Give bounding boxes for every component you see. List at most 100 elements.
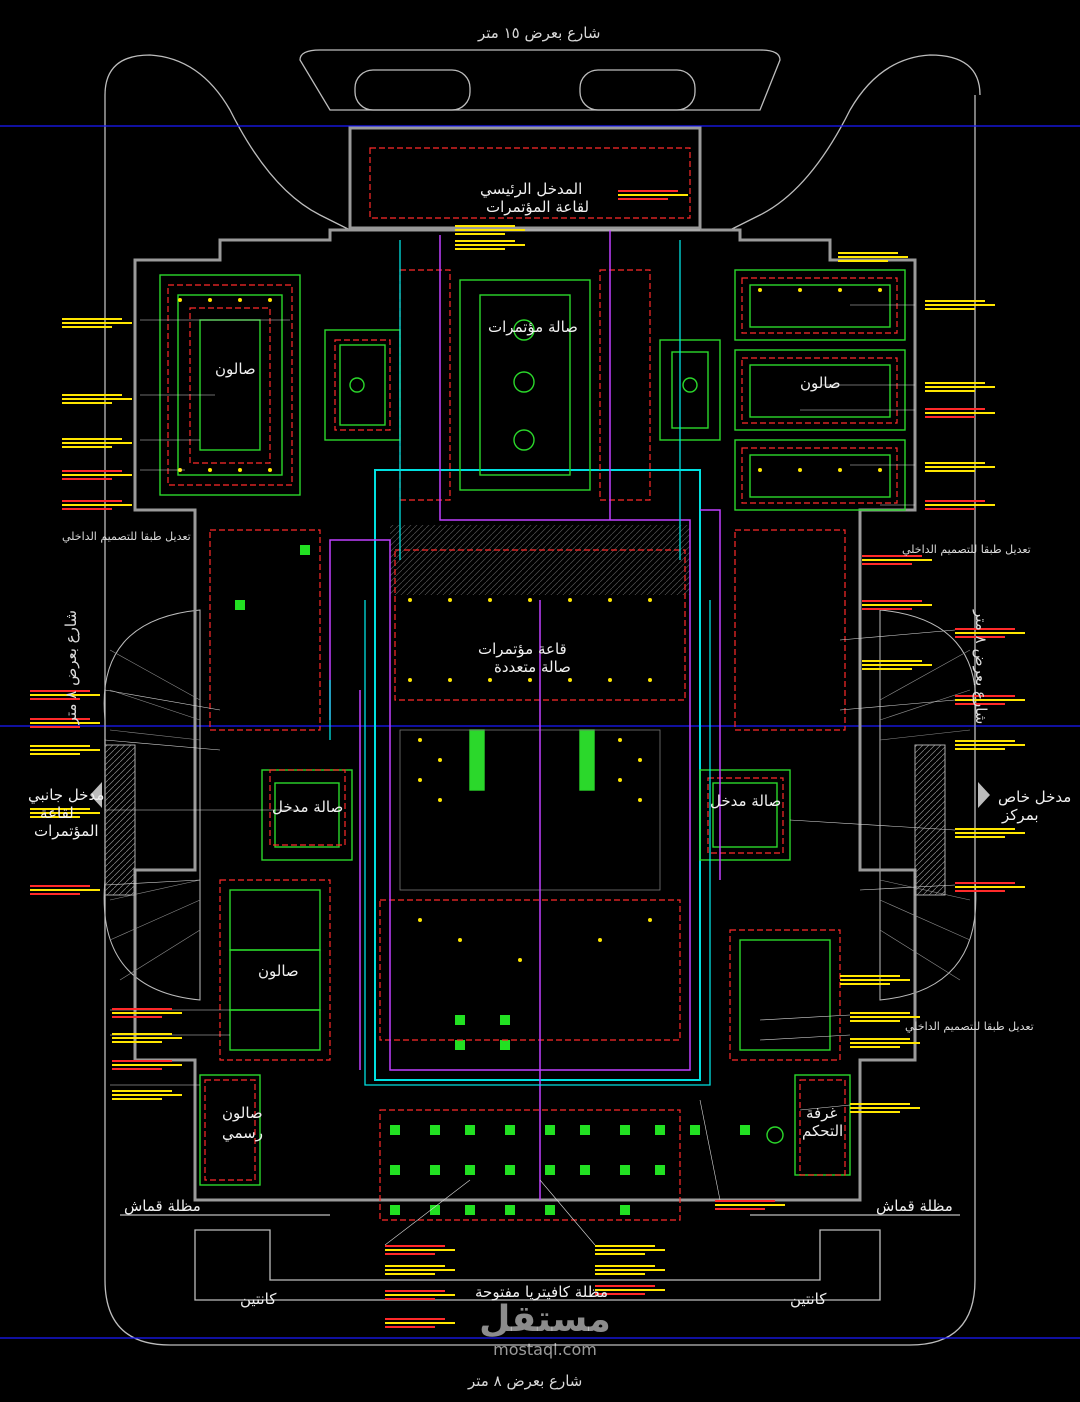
street-label-top: شارع بعرض ١٥ متر	[478, 24, 601, 42]
annotation-note	[618, 190, 678, 192]
annotation-note	[595, 1289, 665, 1291]
annotation-note	[955, 695, 1015, 697]
annotation-note	[862, 664, 932, 666]
stair-left	[104, 744, 136, 896]
annotation-note	[862, 608, 912, 610]
annotation-note	[850, 1103, 910, 1105]
annotation-blocks	[30, 190, 1025, 1328]
annotation-note	[925, 416, 975, 418]
annotation-note	[30, 745, 90, 747]
lighting-wiring	[167, 147, 898, 1221]
arrow-left-icon	[90, 782, 102, 808]
modification-note-right: تعديل طبقا للتصميم الداخلي	[902, 543, 1031, 556]
annotation-note	[30, 698, 80, 700]
annotation-note	[62, 322, 132, 324]
annotation-note	[30, 753, 80, 755]
annotation-note	[595, 1269, 665, 1271]
annotation-note	[62, 504, 132, 506]
annotation-note	[112, 1037, 182, 1039]
annotation-note	[112, 1064, 182, 1066]
ceiling-outlines	[159, 269, 906, 1186]
site-boundary	[104, 49, 981, 1346]
annotation-note	[862, 555, 922, 557]
annotation-note	[62, 402, 112, 404]
annotation-note	[862, 600, 922, 602]
annotation-note	[955, 632, 1025, 634]
annotation-note	[112, 1098, 162, 1100]
annotation-note	[455, 225, 515, 227]
annotation-note	[455, 229, 525, 231]
annotation-note	[955, 832, 1025, 834]
annotation-note	[850, 1042, 920, 1044]
annotation-note	[715, 1200, 775, 1202]
annotation-note	[925, 466, 995, 468]
annotation-note	[955, 882, 1015, 884]
annotation-note	[595, 1285, 655, 1287]
annotation-note	[595, 1265, 655, 1267]
annotation-note	[955, 628, 1015, 630]
annotation-note	[850, 1016, 920, 1018]
side-entrance-left-1: مدخل جانبي	[28, 786, 105, 804]
salon-vip-label-2: رسمي	[222, 1124, 263, 1142]
annotation-note	[925, 500, 985, 502]
hall-top-right-label: صالون	[800, 374, 841, 392]
conduit-runs	[329, 230, 721, 1200]
annotation-note	[850, 1020, 900, 1022]
annotation-note	[862, 668, 912, 670]
salon-left-label: صالون	[258, 962, 299, 980]
center-lobby-label-1: قاعة مؤتمرات	[478, 640, 567, 658]
annotation-note	[62, 508, 112, 510]
annotation-note	[925, 462, 985, 464]
annotation-note	[62, 478, 112, 480]
annotation-note	[925, 304, 995, 306]
leader-lines	[104, 229, 956, 1246]
annotation-note	[30, 694, 100, 696]
annotation-note	[955, 886, 1025, 888]
annotation-note	[30, 749, 100, 751]
arrow-right-icon	[978, 782, 990, 808]
annotation-note	[955, 699, 1025, 701]
annotation-note	[862, 604, 932, 606]
annotation-note	[955, 748, 1005, 750]
annotation-note	[455, 248, 505, 250]
annotation-note	[385, 1269, 455, 1271]
annotation-note	[838, 256, 908, 258]
chandeliers	[349, 319, 784, 1144]
annotation-note	[840, 983, 890, 985]
street-label-bottom: شارع بعرض ٨ متر	[468, 1372, 583, 1390]
annotation-note	[62, 326, 112, 328]
annotation-note	[455, 240, 515, 242]
side-entrance-right-2: بمركز	[1002, 806, 1039, 824]
annotation-note	[30, 885, 90, 887]
annotation-note	[30, 893, 80, 895]
annotation-note	[595, 1245, 655, 1247]
canteen-left-label: كانتين	[240, 1290, 277, 1308]
annotation-note	[455, 244, 525, 246]
annotation-note	[618, 198, 668, 200]
annotation-note	[925, 382, 985, 384]
annotation-note	[955, 740, 1015, 742]
annotation-note	[955, 836, 1005, 838]
annotation-note	[925, 504, 995, 506]
annotation-note	[862, 559, 932, 561]
annotation-note	[925, 300, 985, 302]
annotation-note	[862, 563, 912, 565]
annotation-note	[30, 690, 90, 692]
annotation-note	[385, 1318, 445, 1320]
annotation-note	[385, 1322, 455, 1324]
fabric-canopy-right-label: مظلة قماش	[876, 1197, 953, 1215]
annotation-note	[595, 1293, 645, 1295]
light-fixtures	[178, 288, 882, 962]
annotation-note	[112, 1008, 172, 1010]
annotation-note	[62, 474, 132, 476]
canteen-right-label: كانتين	[790, 1290, 827, 1308]
annotation-note	[925, 386, 995, 388]
annotation-note	[955, 890, 1005, 892]
annotation-note	[112, 1090, 172, 1092]
side-entrance-left-3: المؤتمرات	[34, 822, 99, 840]
hall-top-left-label: صالون	[215, 360, 256, 378]
annotation-note	[925, 390, 975, 392]
control-room-label-1: غرفة	[806, 1104, 838, 1122]
annotation-note	[925, 408, 985, 410]
annotation-note	[715, 1204, 785, 1206]
